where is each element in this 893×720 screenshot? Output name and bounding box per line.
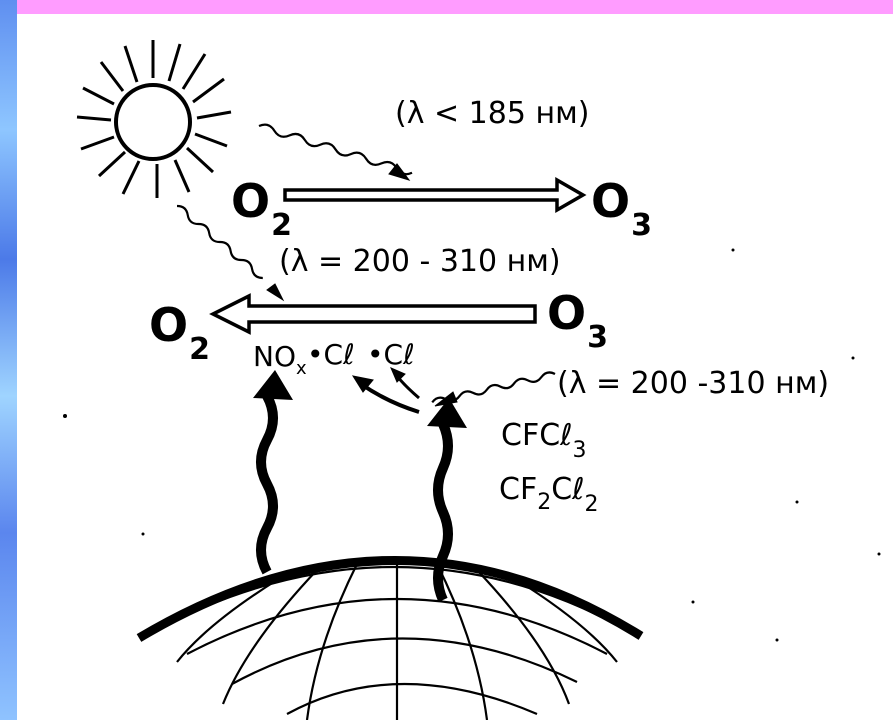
o3-top-label: O3 — [591, 174, 652, 243]
nox-label: NOx — [253, 340, 307, 379]
ozone-cycle-diagram — [63, 40, 881, 720]
wavelength-label-right: (λ = 200 -310 нм) — [557, 366, 830, 401]
o2-top-label: O2 — [231, 174, 292, 243]
release-arrows — [351, 367, 420, 414]
wavelength-label-top: (λ < 185 нм) — [395, 96, 590, 131]
emission-arrow-left — [253, 370, 293, 575]
cl-radical-1: •Cℓ — [307, 338, 355, 371]
o2-left-label: O2 — [149, 298, 210, 367]
arrow-o2-to-o3 — [283, 176, 587, 214]
arrow-o3-to-o2 — [209, 293, 537, 335]
sun-icon — [76, 40, 232, 198]
cfcl3-label: CFCℓ3 — [501, 418, 587, 463]
cf2cl2-label: CF2Cℓ2 — [499, 472, 599, 517]
o3-mid-label: O3 — [547, 286, 608, 355]
wavelength-label-mid: (λ = 200 - 310 нм) — [279, 244, 561, 279]
earth-globe-icon — [136, 556, 644, 720]
uv-wavy-arrow-lower — [176, 204, 285, 302]
uv-wavy-arrow-top — [258, 123, 413, 181]
cl-radical-2: •Cℓ — [367, 338, 415, 371]
left-blue-stripe — [0, 0, 17, 720]
scan-specks — [63, 248, 881, 642]
diagram-canvas: (λ < 185 нм) O2 O3 (λ = 200 - 310 нм) O2… — [17, 14, 893, 720]
